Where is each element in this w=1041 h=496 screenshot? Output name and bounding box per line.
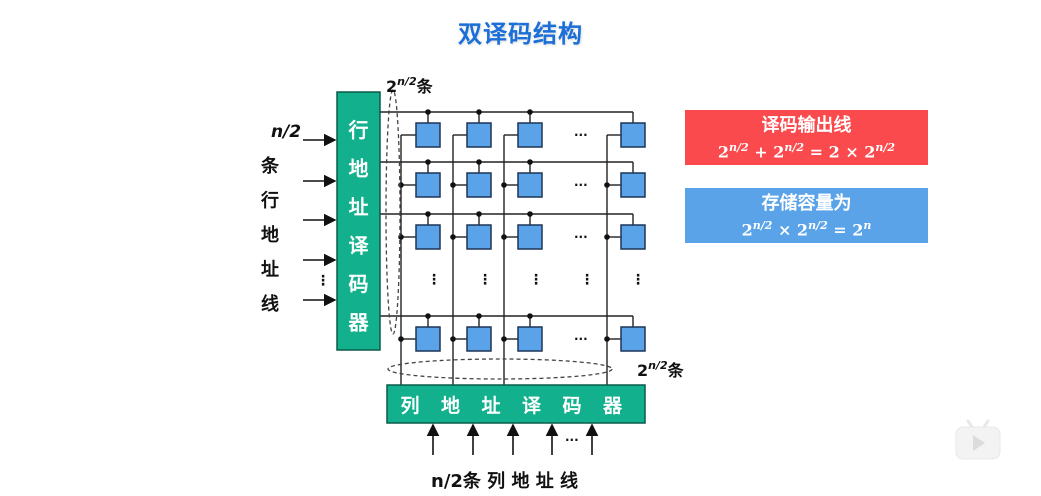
junction-dot [425,109,431,115]
junction-dot [476,211,482,217]
column-decoder-char: 码 [562,395,581,417]
junction-dot [501,336,507,342]
column-input-arrows [426,423,599,455]
junction-dot [527,211,533,217]
junction-dot [476,159,482,165]
row-input-char: 地 [261,224,279,246]
junction-dot [476,313,482,319]
row-decoder-char: 地 [349,157,369,181]
row-ellipsis: ··· [574,128,588,142]
memory-cell [620,172,646,198]
memory-cell [415,172,441,198]
memory-cell [415,326,441,352]
column-ellipsis: ⋮ [427,272,441,288]
column-decoder-char: 地 [441,394,460,417]
memory-cell [517,122,543,148]
junction-dot [527,313,533,319]
column-ellipsis: ⋮ [631,272,645,288]
vertical-ellipses: ··· ··· ··· ··· ⋮ ⋮ ⋮ ⋮ ⋮ [427,128,645,346]
decoder-output-lines-box: 译码输出线 2n/2 + 2n/2 = 2 × 2n/2 [685,110,928,165]
column-ellipsis: ⋮ [478,272,492,288]
column-output-count-label: 2n/2条 [637,359,685,380]
memory-cell [620,224,646,250]
row-decoder-box [336,91,381,351]
column-ellipsis: ⋮ [580,272,594,288]
column-output-bundle-ellipse [387,358,613,380]
memory-cell [517,224,543,250]
row-decoder-char: 行 [348,118,369,142]
memory-cell [466,122,492,148]
junction-dot [450,336,456,342]
row-input-char: 址 [261,260,279,281]
row-input-char: 线 [261,293,279,315]
column-ellipsis: ⋮ [529,272,543,288]
memory-cell [620,122,646,148]
column-input-label: n/2条 列 地 址 线 [431,470,578,492]
row-ellipsis: ··· [574,178,588,192]
row-input-ellipsis: ⋮ [316,273,330,289]
junction-dot [425,313,431,319]
memory-cell [466,172,492,198]
memory-cell [415,122,441,148]
junction-dot [527,159,533,165]
row-ellipsis: ··· [574,230,588,244]
storage-capacity-box: 存储容量为 2n/2 × 2n/2 = 2n [685,188,928,243]
decoder-output-lines-heading: 译码输出线 [761,115,852,136]
column-input-ellipsis: ··· [565,433,579,447]
wiring [380,111,634,385]
junction-dot [501,182,507,188]
row-output-bundle-ellipse [385,89,401,335]
row-input-arrows [303,133,337,307]
junction-dot [425,159,431,165]
column-decoder-char: 器 [602,395,623,417]
junction-dot [398,182,404,188]
memory-cell [517,172,543,198]
junction-dot [604,336,610,342]
column-decoder-char: 址 [481,395,500,417]
decoder-output-lines-formula: 2n/2 + 2n/2 = 2 × 2n/2 [717,141,896,162]
storage-capacity-formula: 2n/2 × 2n/2 = 2n [741,219,872,240]
junction-dot [604,182,610,188]
junction-dot [450,182,456,188]
row-decoder-char: 器 [348,311,370,335]
row-ellipsis: ··· [574,332,588,346]
column-decoder-char: 列 [400,395,419,417]
row-decoder-char: 译 [349,234,370,258]
junction-dot [450,234,456,240]
row-input-char: 条 [260,155,280,177]
memory-cells [415,122,646,352]
memory-cell [517,326,543,352]
row-input-n-half: n/2 [271,122,301,142]
column-decoder-box [386,384,646,424]
junction-dot [476,109,482,115]
column-decoder-label: 列地址译码器 [400,394,623,417]
junction-dot [425,211,431,217]
junction-dot [527,109,533,115]
storage-capacity-heading: 存储容量为 [761,193,852,214]
row-decoder-char: 址 [349,195,369,219]
junction-dot [398,234,404,240]
row-output-count-label: 2n/2条 [386,75,434,96]
memory-cell [466,326,492,352]
junction-dot [501,234,507,240]
junction-dot [604,234,610,240]
memory-cell [620,326,646,352]
bilibili-tv-icon [955,419,1001,460]
memory-cell [466,224,492,250]
row-decoder-char: 码 [349,272,369,296]
column-decoder-char: 译 [522,395,542,417]
page-title: 双译码结构 [458,20,583,48]
memory-cell [415,224,441,250]
row-input-char: 行 [260,190,279,212]
junction-dot [398,336,404,342]
